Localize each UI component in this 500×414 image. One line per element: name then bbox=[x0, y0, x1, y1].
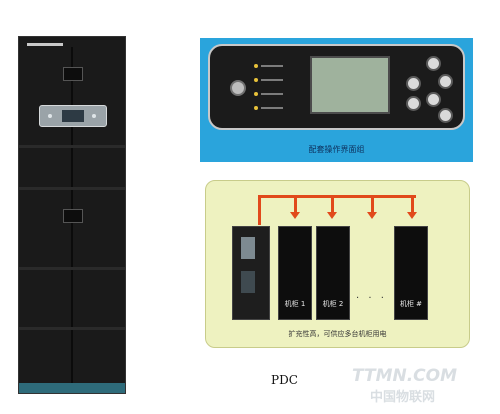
status-led-row bbox=[254, 64, 284, 68]
down-button bbox=[426, 92, 441, 107]
panel-indicator bbox=[48, 114, 52, 118]
cabinet-base bbox=[19, 383, 125, 393]
status-led-row bbox=[254, 78, 284, 82]
watermark-logo: TTMN.COM bbox=[352, 366, 458, 386]
cabinet-vent bbox=[19, 145, 125, 148]
status-led bbox=[254, 106, 258, 110]
status-led bbox=[254, 78, 258, 82]
menu-button bbox=[406, 96, 421, 111]
cabinet-label: 机柜 # bbox=[399, 300, 423, 308]
cabinet-vent bbox=[19, 267, 125, 270]
arrow-head bbox=[407, 212, 417, 219]
cabinet-control-panel bbox=[39, 105, 107, 127]
status-led bbox=[254, 92, 258, 96]
lcd-display bbox=[310, 56, 390, 114]
feed-arrow bbox=[331, 195, 334, 213]
status-led-row bbox=[254, 106, 284, 110]
menu-button bbox=[406, 76, 421, 91]
panel-screen bbox=[62, 110, 84, 122]
cabinet-label: 机柜 1 bbox=[284, 300, 306, 308]
cabinet-vent bbox=[19, 187, 125, 190]
pdc-label: PDC bbox=[271, 373, 298, 387]
panel-faceplate bbox=[208, 44, 465, 130]
feed-arrow bbox=[411, 195, 414, 213]
diagram-caption: 扩充性高，可供应多台机柜用电 bbox=[288, 330, 387, 338]
power-distribution-cabinet bbox=[18, 36, 126, 394]
server-cabinet: 机柜 1 bbox=[278, 226, 312, 320]
distribution-bus bbox=[258, 195, 416, 198]
watermark-logo: 中国物联网 bbox=[370, 390, 436, 405]
up-button bbox=[426, 56, 441, 71]
cabinet-vent bbox=[19, 327, 125, 330]
ellipsis: · · · · bbox=[356, 293, 400, 304]
server-cabinet: 机柜 2 bbox=[316, 226, 350, 320]
operator-panel-image: 配套操作界面组 bbox=[200, 38, 473, 162]
cabinet-upper-latch bbox=[63, 67, 83, 81]
cabinet-brand-mark bbox=[27, 43, 63, 46]
status-led bbox=[254, 64, 258, 68]
pdc-unit bbox=[232, 226, 270, 320]
cabinet-label: 机柜 2 bbox=[322, 300, 344, 308]
arrow-head bbox=[367, 212, 377, 219]
arrow-head bbox=[327, 212, 337, 219]
cabinet-lower-latch bbox=[63, 209, 83, 223]
pdc-distribution-diagram: 机柜 1 机柜 2 · · · · 机柜 # 扩充性高，可供应多台机柜用电 bbox=[205, 180, 470, 348]
server-cabinet: 机柜 # bbox=[394, 226, 428, 320]
pdc-unit-panel bbox=[241, 237, 255, 259]
feed-arrow bbox=[371, 195, 374, 213]
panel-caption: 配套操作界面组 bbox=[308, 145, 365, 154]
panel-indicator bbox=[92, 114, 96, 118]
arrow-head bbox=[290, 212, 300, 219]
feed-arrow bbox=[294, 195, 297, 213]
enter-button bbox=[438, 108, 453, 123]
right-button bbox=[438, 74, 453, 89]
power-knob bbox=[230, 80, 246, 96]
pdc-unit-panel bbox=[241, 271, 255, 293]
status-led-row bbox=[254, 92, 284, 96]
feed-line bbox=[258, 195, 261, 225]
